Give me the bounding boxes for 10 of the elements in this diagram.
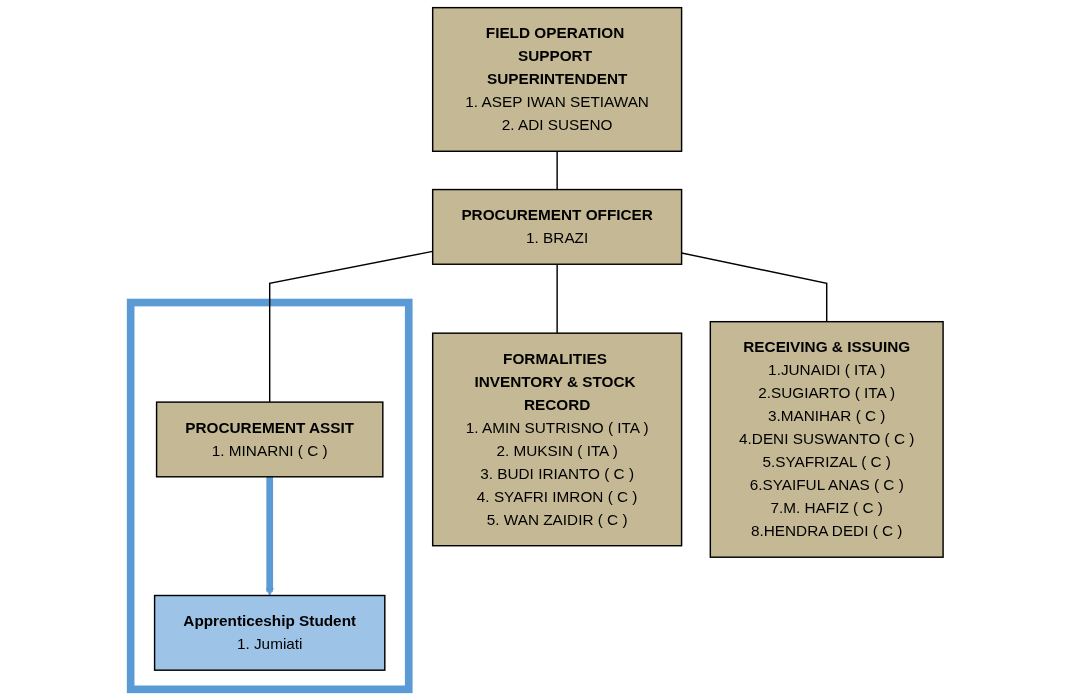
node-box: PROCUREMENT OFFICER 1. BRAZI: [431, 188, 682, 265]
node-box: RECEIVING & ISSUING 1.JUNAIDI ( ITA ) 2.SUGIARTO ( ITA ) 3.MANIHAR ( C ) 4.DENI SUSWANTO ( C ) 5.SYAFRIZAL ( C ) 6.SYAIFUL ANAS ( C ) 7.M. HAFIZ ( C ) 8.HENDRA DEDI ( C ): [709, 320, 944, 558]
node-box: PROCUREMENT ASSIT 1. MINARNI ( C ): [155, 401, 384, 478]
node-box: Apprenticeship Student 1. Jumiati: [153, 594, 386, 671]
connector: [556, 263, 558, 334]
arrow: [265, 476, 274, 596]
cluster: [126, 298, 413, 694]
node-box: FIELD OPERATION SUPPORT SUPERINTENDENT 1. ASEP IWAN SETIAWAN 2. ADI SUSENO: [431, 6, 682, 152]
connector: [556, 150, 558, 191]
node-box: FORMALITIES INVENTORY & STOCK RECORD 1. AMIN SUTRISNO ( ITA ) 2. MUKSIN ( ITA ) 3. BUDI IRIANTO ( C ) 4. SYAFRI IMRON ( C ) 5. WAN ZAIDIR ( C ): [431, 332, 682, 547]
